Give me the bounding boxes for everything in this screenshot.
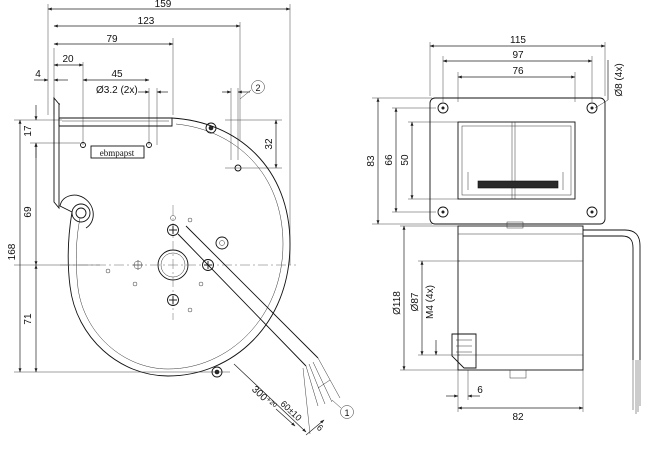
dim-17: 17 [23, 125, 34, 137]
dim-79: 79 [106, 34, 118, 45]
dimension-lines [18, 7, 291, 373]
brand-label: ebmpapst [100, 148, 135, 158]
dim-159: 159 [155, 0, 172, 10]
housing-hole [234, 164, 242, 172]
reference-circle-icon [340, 405, 354, 419]
dim-69: 69 [23, 206, 34, 218]
flange-hole-left [80, 142, 86, 148]
cable-connector [451, 333, 477, 369]
mounting-flange [53, 96, 60, 210]
dim-83: 83 [366, 155, 377, 167]
dim-32: 32 [264, 138, 275, 150]
dim-4: 4 [35, 69, 41, 80]
cable-end: 6 [315, 422, 325, 433]
dim-76: 76 [512, 66, 524, 77]
reference-circle-icon [251, 80, 265, 94]
dim-115: 115 [510, 35, 526, 46]
front-view: 159 123 79 20 45 4 Ø3.2 (2x) 17 69 168 7… [7, 0, 354, 436]
dim-97: 97 [512, 50, 524, 61]
dim-hole8: Ø8 (4x) [614, 63, 625, 96]
marker-2: 2 [255, 83, 260, 93]
dim-m4: M4 (4x) [425, 285, 436, 319]
cable-icon [583, 229, 641, 414]
screw-icon [205, 122, 223, 378]
outlet-duct [58, 117, 173, 127]
hub-screws [105, 215, 229, 313]
cable-icon [177, 225, 341, 407]
dim-168: 168 [7, 243, 18, 260]
dim-123: 123 [138, 16, 155, 27]
cable-length: 300⁺²⁰ [249, 384, 278, 412]
side-flange-plate [429, 97, 606, 225]
cable-strip: 60±10 [279, 399, 304, 423]
dim-b82: 82 [512, 412, 524, 423]
dim-d118: Ø118 [392, 291, 403, 315]
dim-20: 20 [62, 54, 74, 65]
volute-housing [59, 117, 291, 377]
dim-45: 45 [111, 69, 123, 80]
dim-50: 50 [400, 154, 411, 166]
dim-b6: 6 [477, 385, 483, 396]
flange-holes [437, 102, 598, 218]
marker-1: 1 [344, 408, 349, 418]
outlet-opening [457, 121, 576, 200]
motor-body [457, 225, 584, 371]
dim-hole: Ø3.2 (2x) [96, 85, 138, 96]
side-view: 115 97 76 Ø8 (4x) 83 66 50 Ø118 Ø87 M4 (… [366, 35, 641, 423]
dim-d87: Ø87 [410, 292, 421, 311]
dim-71: 71 [23, 313, 34, 325]
flange-hole-right [146, 142, 152, 148]
dim-66: 66 [384, 154, 395, 166]
